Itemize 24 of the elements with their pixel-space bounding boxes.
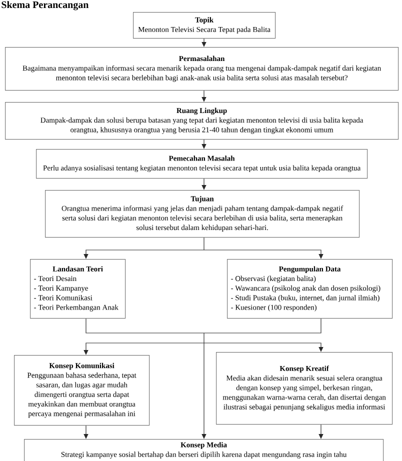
arrow (84, 425, 88, 439)
process-box (133, 12, 276, 39)
process-box (36, 149, 368, 179)
arrow (202, 139, 206, 149)
arrow (202, 178, 206, 190)
process-box (30, 259, 126, 319)
arrow (204, 250, 324, 259)
arrow (202, 38, 206, 47)
process-box (14, 355, 150, 426)
process-box (5, 47, 399, 91)
arrow (318, 424, 324, 439)
process-box (216, 352, 393, 425)
connector-line (204, 318, 322, 334)
title: Skema Perancangan (2, 1, 89, 10)
arrow (84, 250, 204, 259)
process-box (226, 259, 393, 319)
connector-line (86, 318, 204, 334)
process-box (24, 439, 384, 461)
arrow (204, 342, 324, 352)
process-box (5, 102, 399, 140)
arrow (84, 342, 204, 355)
process-box (45, 190, 360, 238)
arrow (202, 90, 206, 102)
arrow (202, 342, 206, 439)
